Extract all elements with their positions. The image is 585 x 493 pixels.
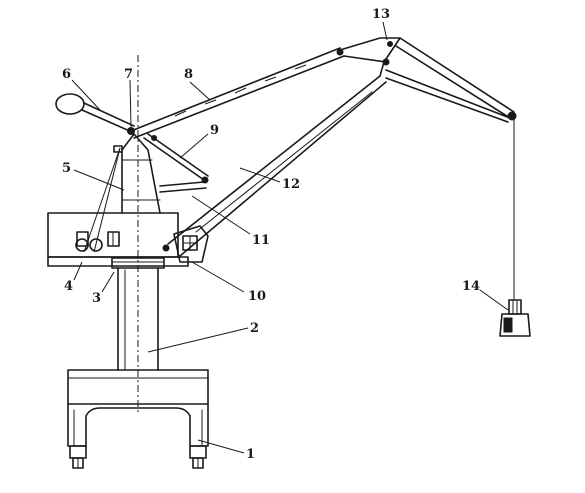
- callout-10: 10: [248, 289, 266, 304]
- callout-1: 1: [246, 447, 255, 462]
- grab-bucket: [499, 299, 531, 337]
- callout-3: 3: [92, 291, 101, 306]
- callout-2: 2: [250, 321, 259, 336]
- callout-7: 7: [124, 67, 133, 82]
- callout-13: 13: [372, 7, 390, 22]
- luffing-rod: [143, 133, 209, 184]
- main-boom: [167, 75, 387, 257]
- callout-4: 4: [64, 279, 73, 294]
- leader-lines: [71, 21, 509, 454]
- wheel-bogie-right: [189, 445, 207, 469]
- luffing-link: [159, 181, 207, 193]
- callout-6: 6: [62, 67, 71, 82]
- wheel-bogie-left: [69, 445, 87, 469]
- callout-labels: 1 2 3 4 5 6 7 8 9 10 11 12 13 14: [62, 7, 480, 462]
- tie-rod: [130, 47, 345, 139]
- callout-5: 5: [62, 161, 71, 176]
- callout-11: 11: [252, 233, 270, 248]
- callout-8: 8: [184, 67, 193, 82]
- callout-12: 12: [282, 177, 300, 192]
- slewing-bearing: [111, 257, 165, 269]
- jib-nose: [339, 37, 517, 123]
- callout-14: 14: [462, 279, 480, 294]
- counterweight-lever: [55, 93, 135, 133]
- tower: [113, 133, 161, 214]
- column: [117, 267, 159, 371]
- machinery-house: [47, 212, 189, 267]
- callout-9: 9: [210, 123, 219, 138]
